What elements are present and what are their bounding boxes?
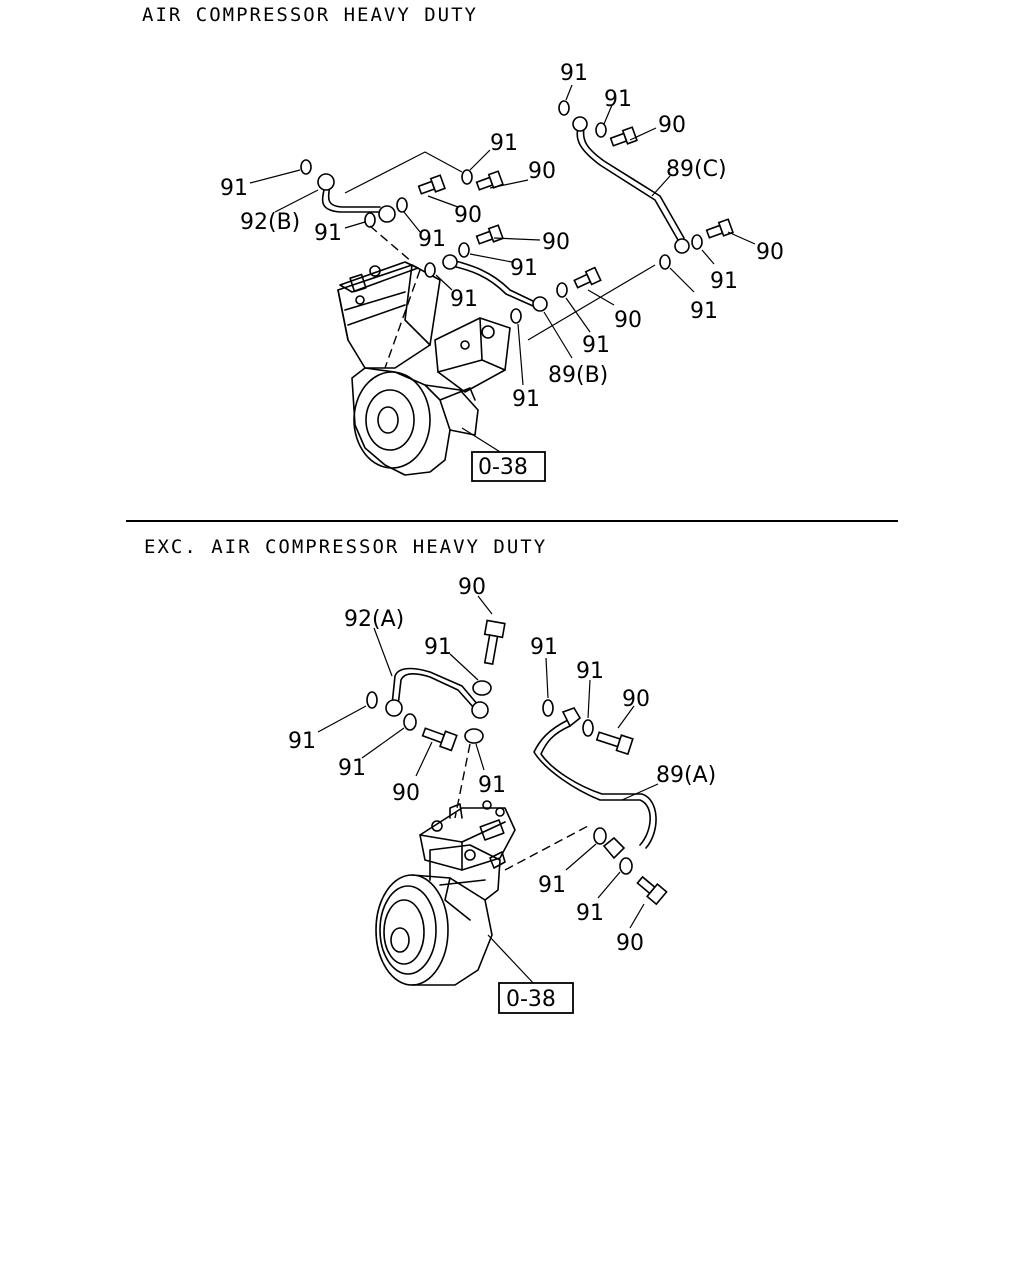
section-title-heavy-duty: AIR COMPRESSOR HEAVY DUTY bbox=[142, 4, 478, 26]
label-bolt: 90 bbox=[458, 575, 486, 600]
label-washer: 91 bbox=[510, 256, 538, 281]
label-washer: 91 bbox=[582, 333, 610, 358]
label-bolt: 90 bbox=[528, 159, 556, 184]
label-washer: 91 bbox=[338, 756, 366, 781]
washers-top bbox=[300, 100, 703, 324]
label-washer: 91 bbox=[450, 287, 478, 312]
label-bolt: 90 bbox=[616, 931, 644, 956]
pipe-89a bbox=[533, 707, 657, 860]
labels-top: 91 91 90 91 90 89(C) 91 92(B) 90 91 91 9… bbox=[220, 61, 784, 412]
reference-label: 0-38 bbox=[478, 455, 528, 480]
label-washer: 91 bbox=[576, 901, 604, 926]
label-bolt: 90 bbox=[614, 308, 642, 333]
label-washer: 91 bbox=[418, 227, 446, 252]
washers-bottom bbox=[366, 680, 633, 875]
label-pipe-89a: 89(A) bbox=[656, 763, 716, 788]
label-washer: 91 bbox=[690, 299, 718, 324]
label-bolt: 90 bbox=[392, 781, 420, 806]
label-washer: 91 bbox=[538, 873, 566, 898]
label-washer: 91 bbox=[314, 221, 342, 246]
label-pipe-89c: 89(C) bbox=[666, 157, 727, 182]
leaders-bottom bbox=[317, 595, 659, 929]
label-bolt: 90 bbox=[454, 203, 482, 228]
section-title-exc-heavy-duty: EXC. AIR COMPRESSOR HEAVY DUTY bbox=[144, 536, 548, 558]
label-pipe-92a: 92(A) bbox=[344, 607, 404, 632]
reference-label: 0-38 bbox=[506, 987, 556, 1012]
label-bolt: 90 bbox=[756, 240, 784, 265]
label-bolt: 90 bbox=[658, 113, 686, 138]
pipe-89b bbox=[442, 254, 548, 312]
bolts-bottom bbox=[421, 619, 668, 906]
pipe-92a bbox=[385, 667, 489, 719]
compressor-heavy-duty bbox=[337, 261, 511, 476]
label-washer: 91 bbox=[478, 773, 506, 798]
label-washer: 91 bbox=[288, 729, 316, 754]
label-washer: 91 bbox=[576, 659, 604, 684]
assembly-lines-top bbox=[344, 151, 656, 369]
label-washer: 91 bbox=[710, 269, 738, 294]
label-washer: 91 bbox=[490, 131, 518, 156]
pipe-92b bbox=[317, 173, 396, 223]
reference-box-bottom: 0-38 bbox=[498, 982, 574, 1014]
label-bolt: 90 bbox=[542, 230, 570, 255]
label-bolt: 90 bbox=[622, 687, 650, 712]
label-washer: 91 bbox=[604, 87, 632, 112]
leaders-top bbox=[249, 84, 756, 386]
reference-box-top: 0-38 bbox=[471, 451, 546, 482]
label-pipe-92b: 92(B) bbox=[240, 210, 300, 235]
label-washer: 91 bbox=[424, 635, 452, 660]
label-pipe-89b: 89(B) bbox=[548, 363, 608, 388]
compressor-standard bbox=[375, 800, 537, 987]
labels-bottom: 90 92(A) 91 91 91 90 91 91 91 89(A) 90 9… bbox=[288, 575, 716, 956]
section-divider bbox=[126, 520, 898, 522]
label-washer: 91 bbox=[560, 61, 588, 86]
pipe-89c bbox=[572, 116, 690, 254]
label-washer: 91 bbox=[512, 387, 540, 412]
label-washer: 91 bbox=[530, 635, 558, 660]
label-washer: 91 bbox=[220, 176, 248, 201]
assembly-lines-bottom bbox=[454, 743, 589, 871]
